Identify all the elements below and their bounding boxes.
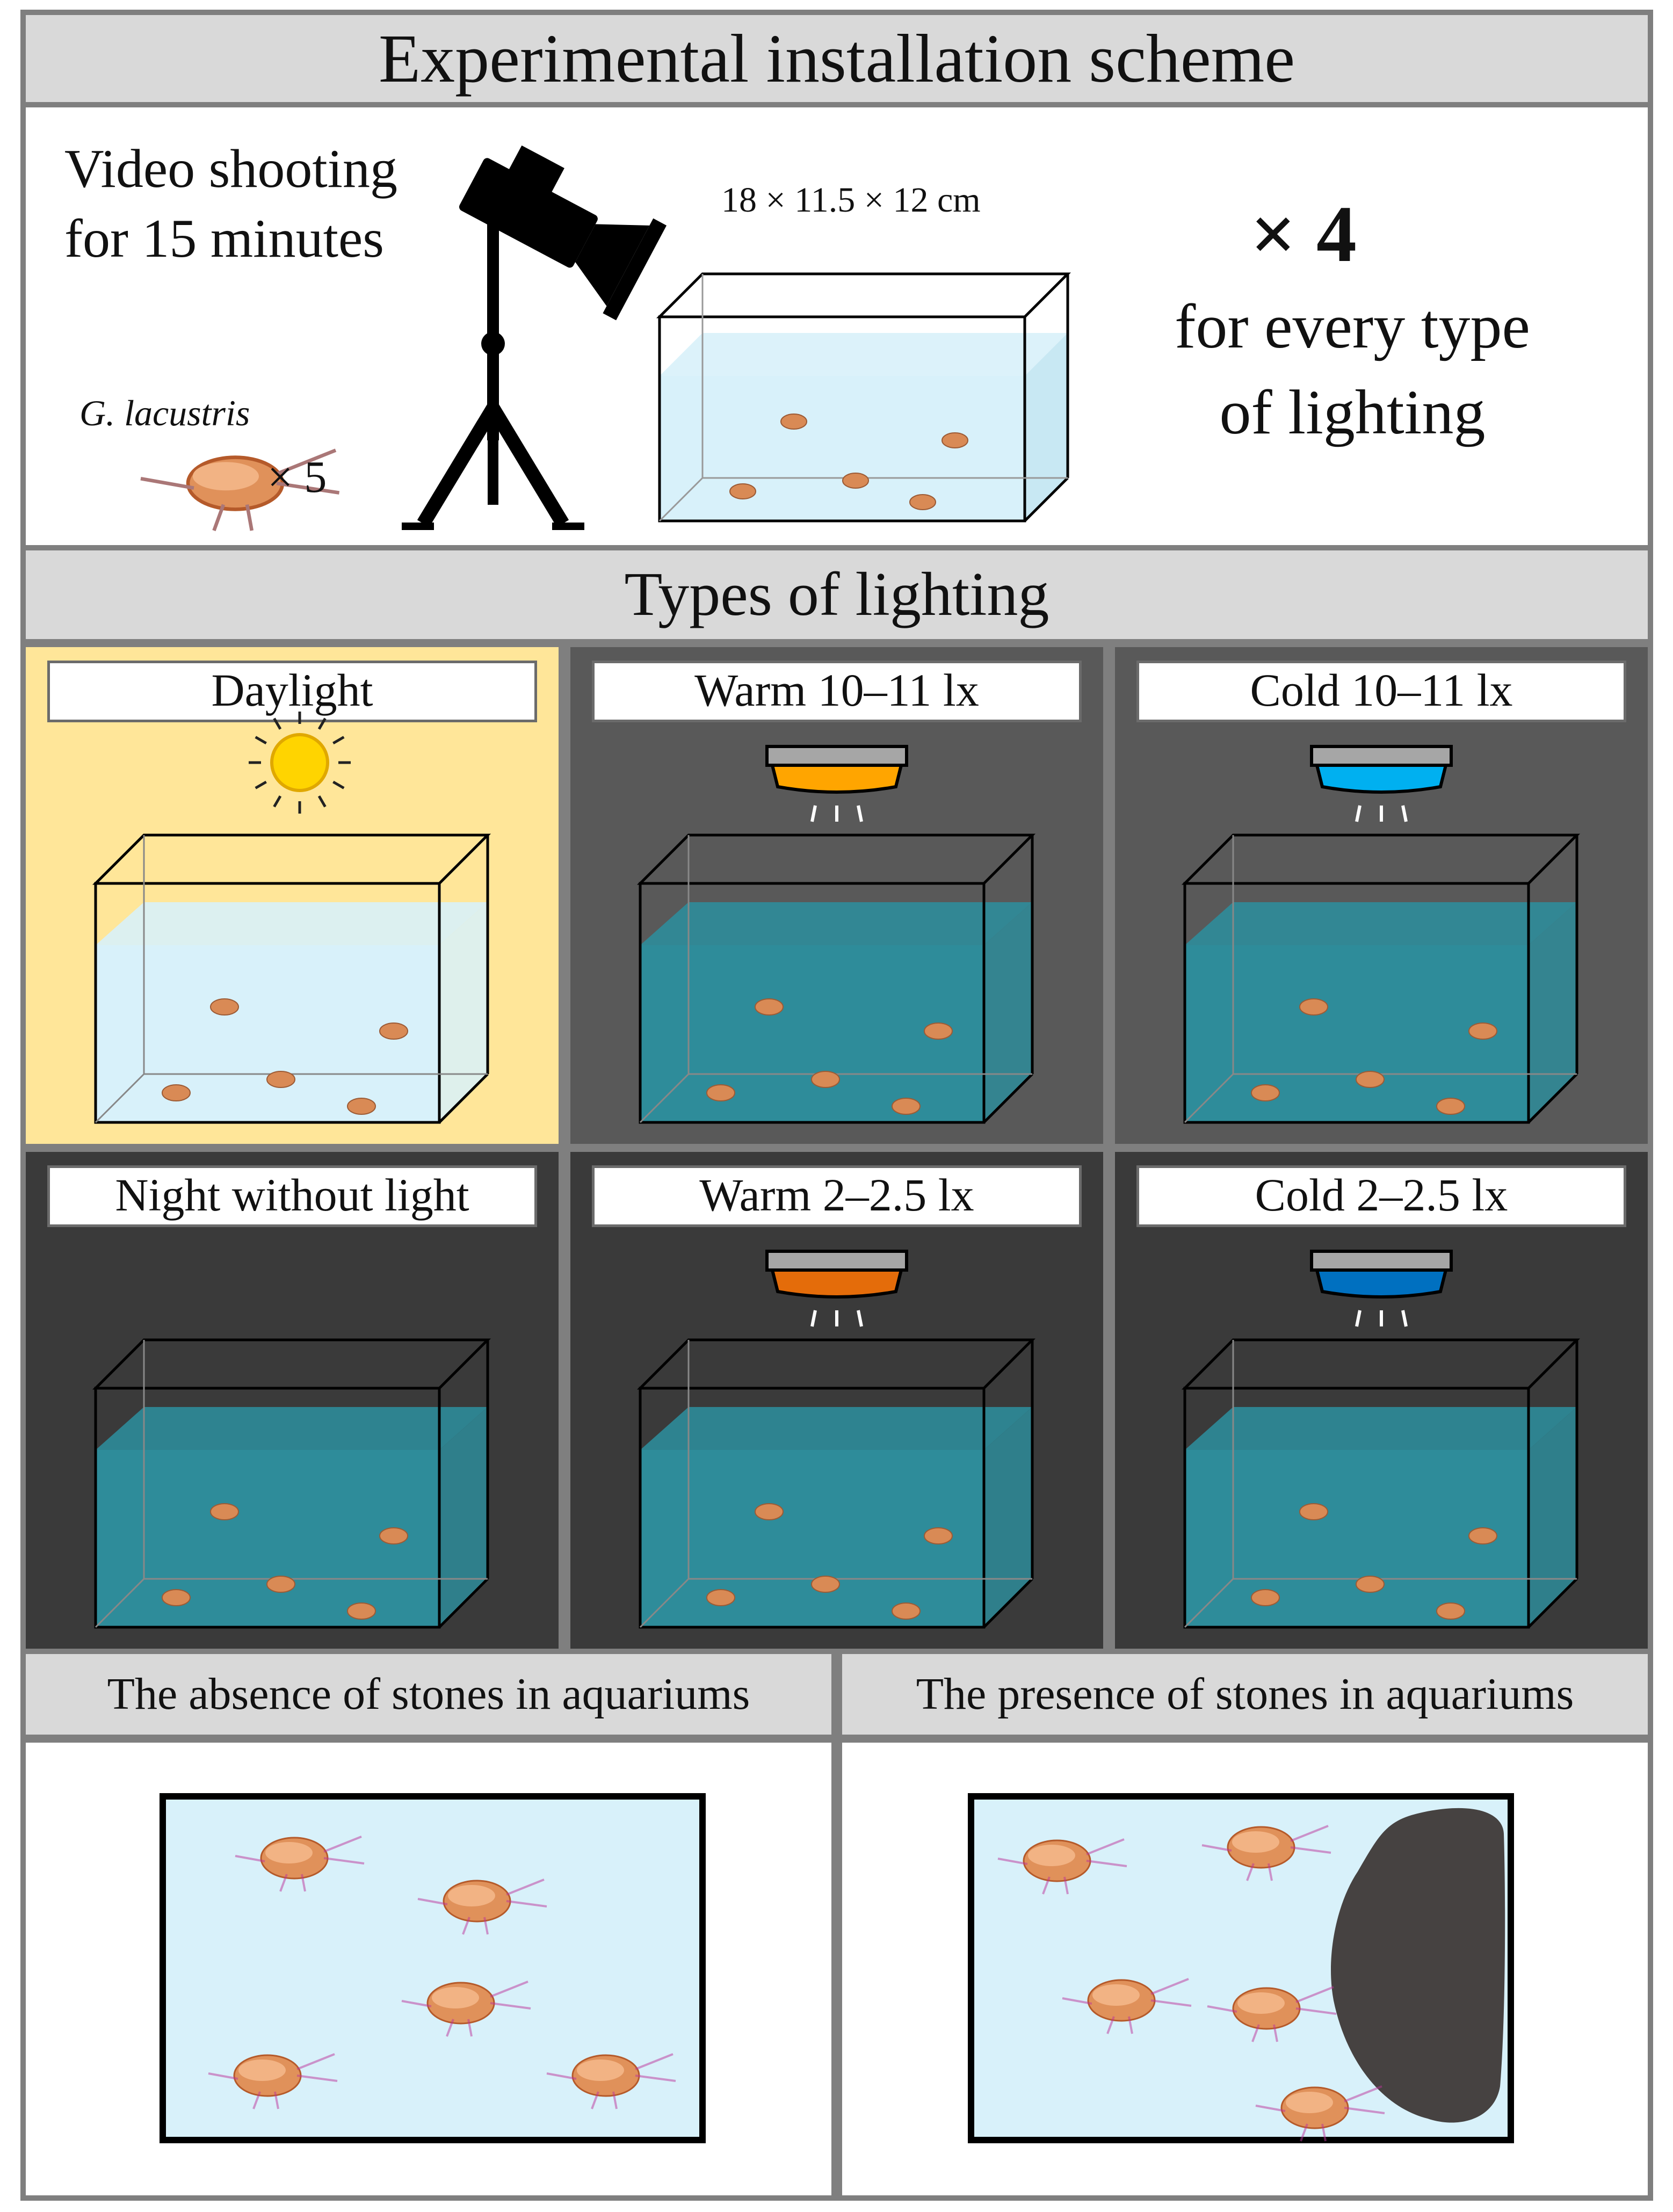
amphipod-icon	[401, 1981, 531, 2037]
amphipod-icon	[706, 1589, 735, 1606]
amphipod-icon	[924, 1527, 953, 1544]
amphipod-icon	[755, 998, 784, 1016]
amphipod-icon	[140, 448, 340, 532]
amphipod-icon	[208, 2053, 338, 2109]
sun-icon	[249, 712, 351, 814]
amphipod-icon	[162, 1084, 191, 1101]
lamp-icon	[765, 745, 908, 822]
replicates-line1: for every type	[1175, 291, 1530, 361]
amphipod-icon	[1356, 1071, 1385, 1088]
lamp-icon	[1310, 745, 1453, 822]
video-duration-line1: Video shooting	[64, 139, 398, 199]
amphipod-icon	[892, 1602, 921, 1620]
lighting-tank	[1181, 745, 1581, 1124]
amphipod-icon	[417, 1879, 547, 1935]
lighting-tank	[636, 1250, 1036, 1629]
tank-dimensions: 18 × 11.5 × 12 cm	[721, 180, 981, 220]
amphipod-icon	[892, 1098, 921, 1115]
aquarium-no-stones	[160, 1793, 706, 2143]
lighting-panel: Warm 10–11 lx	[570, 647, 1103, 1144]
lighting-label: Cold 2–2.5 lx	[1136, 1165, 1626, 1227]
lighting-panel: Cold 10–11 lx	[1115, 647, 1648, 1144]
stone-absence-title: The absence of stones in aquariums	[26, 1654, 831, 1735]
amphipod-icon	[1468, 1022, 1497, 1040]
amphipod-icon	[997, 1838, 1127, 1895]
amphipod-icon	[1299, 1503, 1328, 1520]
amphipod-icon	[924, 1022, 953, 1040]
species-count: × 5	[267, 452, 327, 502]
amphipod-icon	[379, 1527, 408, 1544]
lamp-icon	[1310, 1250, 1453, 1327]
amphipod-icon	[1468, 1527, 1497, 1544]
amphipod-icon	[379, 1022, 408, 1040]
amphipod-icon	[210, 998, 239, 1016]
amphipod-icon	[1356, 1576, 1385, 1593]
amphipod-icon	[546, 2053, 676, 2109]
amphipod-icon	[811, 1576, 840, 1593]
setup-panel: Video shooting for 15 minutes G. lacustr…	[26, 107, 1648, 545]
aquarium-with-stone	[968, 1793, 1514, 2143]
amphipod-icon	[1251, 1084, 1280, 1101]
lighting-tank	[636, 745, 1036, 1124]
lighting-tank	[1181, 1250, 1581, 1629]
video-duration-line2: for 15 minutes	[64, 208, 384, 269]
amphipod-icon	[1255, 2085, 1385, 2142]
tank-illustration	[656, 272, 1071, 523]
amphipod-icon	[235, 1836, 365, 1892]
amphipod-icon	[1299, 998, 1328, 1016]
setup-illustration	[140, 145, 1071, 532]
lighting-label: Night without light	[47, 1165, 537, 1227]
lighting-label: Warm 10–11 lx	[592, 661, 1082, 722]
amphipod-icon	[266, 1576, 295, 1593]
amphipod-icon	[1251, 1589, 1280, 1606]
amphipod-icon	[755, 1503, 784, 1520]
amphipod-icon	[162, 1589, 191, 1606]
amphipod-icon	[1207, 1986, 1337, 2042]
amphipod-icon	[210, 1503, 239, 1520]
amphipod-icon	[347, 1098, 376, 1115]
page-title: Experimental installation scheme	[26, 15, 1648, 102]
replicates-line2: of lighting	[1219, 377, 1486, 447]
lighting-section-title: Types of lighting	[26, 550, 1648, 639]
tank-illustration	[1181, 1338, 1581, 1629]
lighting-panel: Daylight	[26, 647, 559, 1144]
lamp-icon	[765, 1250, 908, 1327]
amphipod-icon	[347, 1602, 376, 1620]
lighting-tank	[92, 712, 491, 1124]
lighting-panel: Warm 2–2.5 lx	[570, 1152, 1103, 1649]
stone-absence-panel	[26, 1743, 831, 2195]
amphipod-icon	[706, 1084, 735, 1101]
amphipod-icon	[266, 1071, 295, 1088]
amphipod-icon	[1062, 1978, 1192, 2034]
species-name: G. lacustris	[79, 393, 250, 433]
lighting-label: Warm 2–2.5 lx	[592, 1165, 1082, 1227]
amphipod-icon	[1436, 1098, 1465, 1115]
amphipod-icon	[1201, 1825, 1331, 1881]
lighting-label: Cold 10–11 lx	[1136, 661, 1626, 722]
amphipod-icon	[1436, 1602, 1465, 1620]
lighting-panel: Cold 2–2.5 lx	[1115, 1152, 1648, 1649]
stone-presence-title: The presence of stones in aquariums	[842, 1654, 1648, 1735]
lighting-tank	[92, 1338, 491, 1629]
stone-icon	[1331, 1808, 1505, 2123]
stone-presence-panel	[842, 1743, 1648, 2195]
lighting-label: Daylight	[47, 661, 537, 722]
lighting-panel: Night without light	[26, 1152, 559, 1649]
replicate-count: × 4	[1250, 190, 1357, 279]
camera-icon	[402, 145, 667, 530]
amphipod-icon	[811, 1071, 840, 1088]
